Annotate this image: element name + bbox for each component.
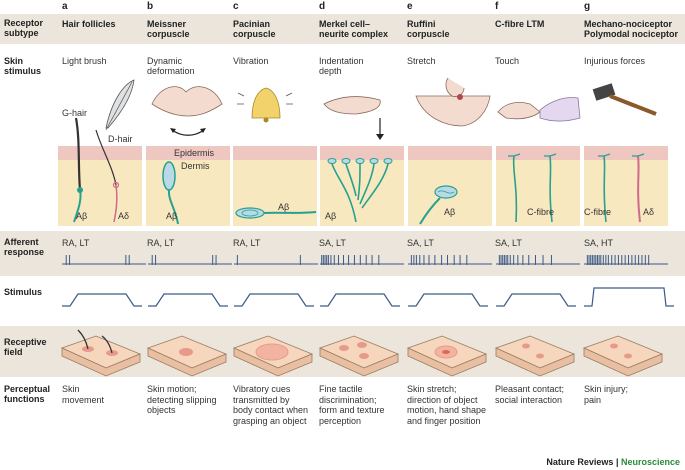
stimulus-trace-d bbox=[320, 293, 400, 307]
journal-credit: Nature Reviews | Neuroscience bbox=[546, 457, 680, 467]
stimulus-traces bbox=[62, 287, 674, 307]
stimulus-text-f: Touch bbox=[495, 56, 520, 66]
stimulus-text-c: Vibration bbox=[233, 56, 269, 66]
receptive-field-e bbox=[406, 335, 488, 377]
receptive-field-f bbox=[494, 335, 576, 377]
column-letter-c: c bbox=[233, 1, 239, 12]
stimulus-text-g: Injurious forces bbox=[584, 56, 646, 66]
stimulus-trace-a bbox=[62, 293, 142, 307]
skin-block-e bbox=[408, 146, 492, 226]
column-letter-d: d bbox=[319, 1, 326, 12]
c-fibre-ltm-graphic bbox=[508, 153, 557, 223]
hands-icon bbox=[151, 86, 223, 117]
response-text-a: RA, LT bbox=[62, 238, 90, 248]
hair-follicle-graphic bbox=[73, 117, 120, 223]
fibre-label-g-1: C-fibre bbox=[584, 207, 611, 217]
function-text-f: Pleasant contact;social interaction bbox=[495, 384, 565, 405]
stimulus-text-e: Stretch bbox=[407, 56, 436, 66]
bell-icon bbox=[237, 87, 293, 123]
afferent-response-band bbox=[0, 231, 685, 276]
stimulus-text-a: Light brush bbox=[62, 56, 107, 66]
stimulus-trace-f bbox=[496, 293, 576, 307]
fibre-label-g-2: Aδ bbox=[643, 207, 654, 217]
receptive-field-g bbox=[582, 335, 664, 377]
stimulus-trace-e bbox=[408, 293, 488, 307]
column-letter-b: b bbox=[147, 1, 154, 12]
afferent-traces bbox=[62, 255, 668, 265]
dermis-label: Dermis bbox=[181, 161, 210, 171]
d-hair-label: D-hair bbox=[108, 134, 133, 144]
response-text-c: RA, LT bbox=[233, 238, 261, 248]
response-text-g: SA, HT bbox=[584, 238, 614, 248]
response-text-e: SA, LT bbox=[407, 238, 434, 248]
column-letter-f: f bbox=[495, 1, 499, 12]
response-text-d: SA, LT bbox=[319, 238, 346, 248]
fibre-label-a-2: Aδ bbox=[118, 211, 129, 221]
skin-block-a bbox=[58, 146, 142, 226]
skin-block-g bbox=[584, 146, 668, 226]
fibre-label-c: Aβ bbox=[278, 202, 289, 212]
deformation-arrow-icon bbox=[170, 128, 206, 136]
fibre-label-a-1: Aβ bbox=[76, 211, 87, 221]
receptive-field-d bbox=[318, 335, 400, 377]
column-letter-a: a bbox=[62, 1, 68, 12]
epidermis-label: Epidermis bbox=[174, 148, 215, 158]
merkel-complex-graphic bbox=[327, 158, 393, 223]
row-label-stimulus: Stimulus bbox=[4, 287, 43, 297]
function-text-g: Skin injury;pain bbox=[584, 384, 629, 405]
nociceptor-graphic bbox=[598, 153, 645, 223]
skin-block-f bbox=[496, 146, 580, 226]
stimulus-trace-b bbox=[148, 293, 228, 307]
column-title-hair-follicles: Hair follicles bbox=[62, 19, 116, 29]
stretch-skin-icon bbox=[415, 77, 491, 127]
header-band bbox=[0, 14, 685, 44]
hammer-icon bbox=[592, 83, 657, 116]
column-title-merkel: Merkel cell–neurite complex bbox=[319, 19, 389, 39]
response-text-b: RA, LT bbox=[147, 238, 175, 248]
pacinian-corpuscle-graphic bbox=[235, 207, 317, 219]
fibre-label-d: Aβ bbox=[325, 211, 336, 221]
fibre-label-e: Aβ bbox=[444, 207, 455, 217]
stimulus-trace-c bbox=[234, 293, 314, 307]
finger-press-icon bbox=[323, 96, 384, 140]
ruffini-corpuscle-graphic bbox=[419, 185, 458, 225]
g-hair-label: G-hair bbox=[62, 108, 87, 118]
column-title-c-fibre-ltm: C-fibre LTM bbox=[495, 19, 545, 29]
feather-icon bbox=[105, 79, 135, 131]
response-text-f: SA, LT bbox=[495, 238, 522, 248]
column-letter-e: e bbox=[407, 1, 413, 12]
stimulus-trace-g bbox=[584, 287, 674, 307]
receptive-field-b bbox=[146, 335, 228, 377]
skin-block-d bbox=[320, 146, 404, 226]
skin-block-b bbox=[146, 146, 230, 226]
receptive-field-a bbox=[60, 329, 142, 377]
fibre-label-b: Aβ bbox=[166, 211, 177, 221]
meissner-corpuscle-graphic bbox=[162, 161, 179, 225]
fibre-label-f: C-fibre bbox=[527, 207, 554, 217]
column-letter-g: g bbox=[584, 1, 591, 12]
hand-touch-icon bbox=[497, 97, 581, 122]
receptive-field-c bbox=[232, 335, 314, 377]
